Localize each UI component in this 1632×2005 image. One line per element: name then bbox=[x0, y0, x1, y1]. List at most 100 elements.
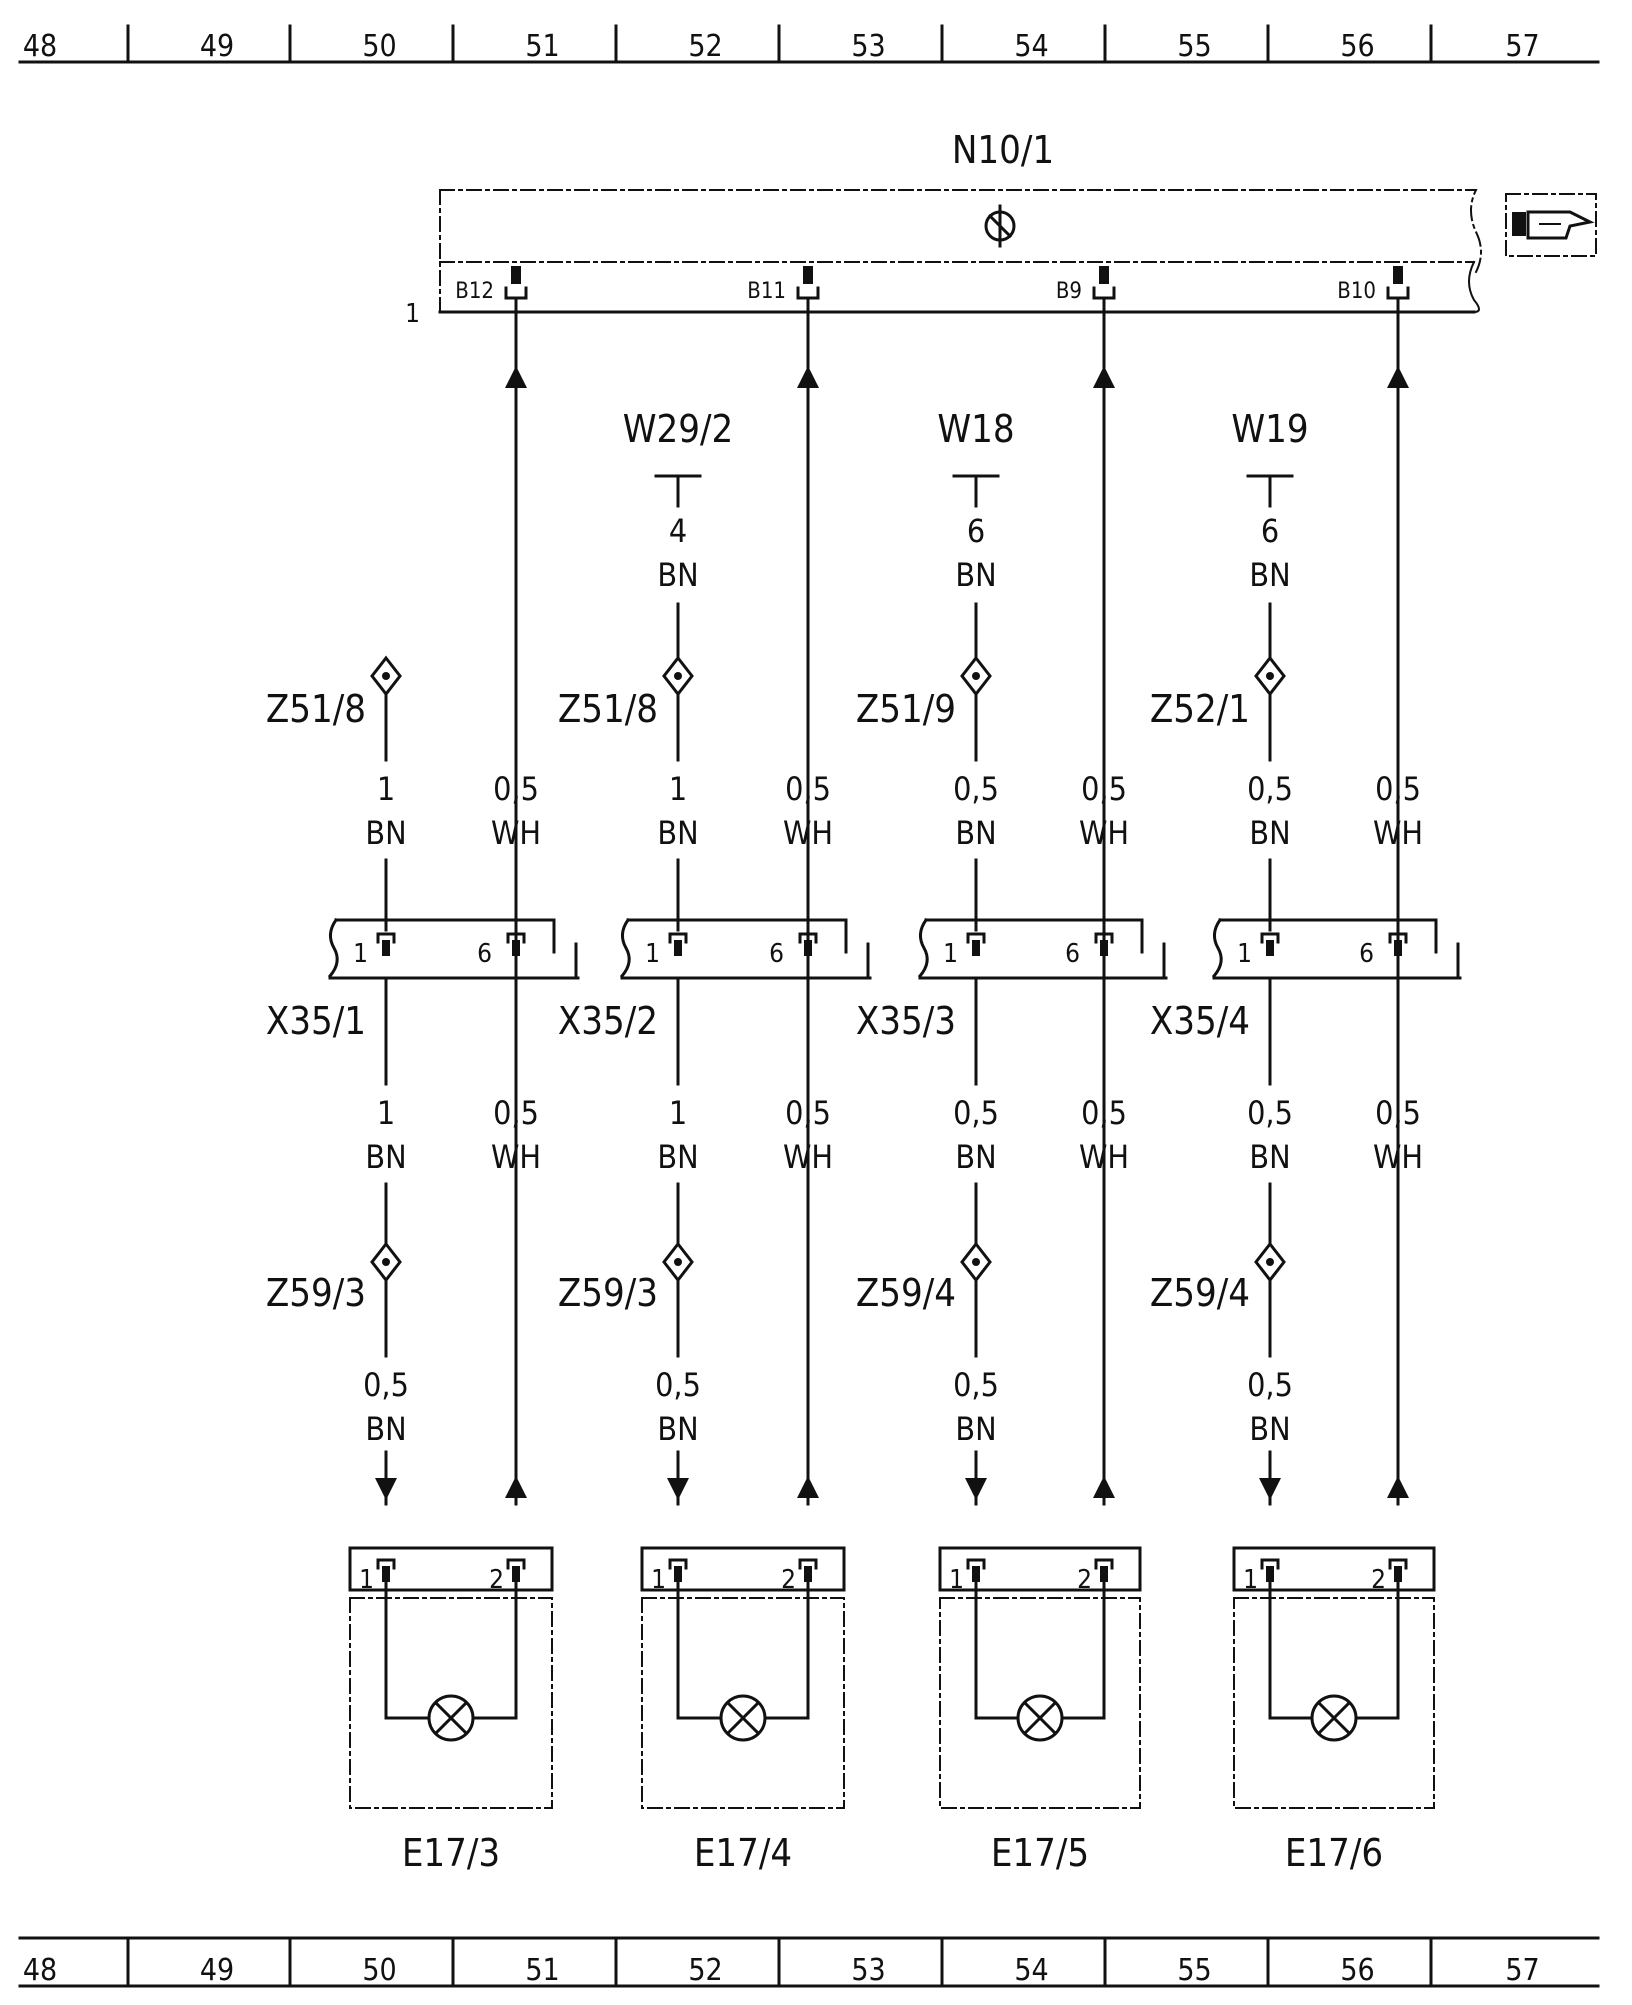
ruler-column-label: 56 bbox=[1340, 1953, 1374, 1988]
arrow-up-icon bbox=[797, 1476, 819, 1498]
wire-size-label: 0,5 bbox=[785, 1094, 831, 1132]
connector-pin-icon bbox=[1260, 1558, 1280, 1582]
ruler-column-label: 55 bbox=[1177, 29, 1211, 64]
connector-pin-icon bbox=[966, 1558, 986, 1582]
lamp-bulb-icon bbox=[1016, 1694, 1064, 1742]
module-label-left: 1 bbox=[405, 299, 420, 329]
wire-color-label: BN bbox=[1249, 1138, 1290, 1176]
wire-size-label: 0,5 bbox=[953, 1094, 999, 1132]
lamp-pin-label: 1 bbox=[949, 1565, 964, 1595]
lamp-pin-label: 2 bbox=[1371, 1565, 1386, 1595]
ruler-column-label: 50 bbox=[362, 29, 396, 64]
wire-color-label: BN bbox=[1249, 556, 1290, 594]
wire-size-label: 0,5 bbox=[1081, 1094, 1127, 1132]
splice-label: Z51/9 bbox=[856, 687, 956, 731]
wire-size-label: 0,5 bbox=[1247, 770, 1293, 808]
connector-pin-label: 6 bbox=[477, 939, 492, 969]
arrow-up-icon bbox=[505, 1476, 527, 1498]
ruler-column-label: 52 bbox=[688, 1953, 722, 1988]
splice-label: Z52/1 bbox=[1150, 687, 1250, 731]
ruler-column-label: 57 bbox=[1505, 29, 1539, 64]
module-pin-label: B10 bbox=[1337, 279, 1376, 304]
source-wire-name: W19 bbox=[1231, 407, 1308, 451]
splice-point-icon bbox=[370, 1241, 402, 1283]
wire-color-label: WH bbox=[783, 814, 833, 852]
module-pin: B11 bbox=[747, 266, 820, 304]
ruler-column-label: 51 bbox=[525, 1953, 559, 1988]
wire-size-label: 1 bbox=[377, 770, 395, 808]
connector-pin-label: 6 bbox=[1065, 939, 1080, 969]
wire-color-label: BN bbox=[365, 1410, 406, 1448]
wire-color-label: BN bbox=[657, 814, 698, 852]
connector-pin-icon bbox=[506, 932, 526, 956]
lamp-name: E17/6 bbox=[1285, 1831, 1383, 1875]
ruler-column-label: 54 bbox=[1014, 1953, 1048, 1988]
arrow-up-icon bbox=[1387, 1476, 1409, 1498]
lamp-name: E17/3 bbox=[402, 1831, 500, 1875]
connector-pin-label: 1 bbox=[1237, 939, 1252, 969]
splice-point-icon bbox=[370, 655, 402, 697]
wire-color-label: BN bbox=[955, 1138, 996, 1176]
wire-color-label: BN bbox=[955, 1410, 996, 1448]
wire-color-label: BN bbox=[365, 814, 406, 852]
connector-pin-icon bbox=[376, 1558, 396, 1582]
splice-point-icon bbox=[960, 1241, 992, 1283]
ruler-column-label: 48 bbox=[23, 1953, 57, 1988]
ruler-column-label: 54 bbox=[1014, 29, 1048, 64]
connector-name: X35/4 bbox=[1150, 999, 1250, 1043]
arrow-down-icon bbox=[667, 1478, 689, 1500]
wire-size-label: 0,5 bbox=[1375, 1094, 1421, 1132]
source-wire-name: W29/2 bbox=[623, 407, 734, 451]
connector-pin-icon bbox=[1260, 932, 1280, 956]
wire-size-label: 6 bbox=[967, 512, 985, 550]
connector-pin-icon bbox=[668, 932, 688, 956]
wire-size-label: 0,5 bbox=[493, 1094, 539, 1132]
ruler-column-label: 52 bbox=[688, 29, 722, 64]
lamp-housing bbox=[939, 1597, 1141, 1809]
module-pin-label: B12 bbox=[455, 279, 494, 304]
wire-size-label: 0,5 bbox=[1375, 770, 1421, 808]
connector-pin-label: 6 bbox=[769, 939, 784, 969]
connector-pin-icon bbox=[1094, 1558, 1114, 1582]
arrow-up-icon bbox=[1093, 366, 1115, 388]
wire-size-label: 0,5 bbox=[1081, 770, 1127, 808]
connector-pin-label: 1 bbox=[353, 939, 368, 969]
arrow-up-icon bbox=[1093, 1476, 1115, 1498]
wire-color-label: WH bbox=[491, 814, 541, 852]
module-pin: B10 bbox=[1337, 266, 1410, 304]
ruler-column-label: 56 bbox=[1340, 29, 1374, 64]
wire-size-label: 0,5 bbox=[953, 1366, 999, 1404]
lamp-bulb-icon bbox=[1310, 1694, 1358, 1742]
source-wire-name: W18 bbox=[937, 407, 1014, 451]
splice-label: Z59/3 bbox=[558, 1271, 658, 1315]
connector-pin-label: 1 bbox=[943, 939, 958, 969]
wire-size-label: 1 bbox=[669, 1094, 687, 1132]
connector-pin-icon bbox=[1388, 1558, 1408, 1582]
wire-color-label: WH bbox=[1373, 1138, 1423, 1176]
pointing-hand-icon bbox=[1505, 193, 1597, 257]
arrow-up-icon bbox=[797, 366, 819, 388]
module-pin-label: B11 bbox=[747, 279, 786, 304]
module-pin: B9 bbox=[1056, 266, 1116, 304]
connector-pin-icon bbox=[1388, 932, 1408, 956]
ruler-column-label: 49 bbox=[200, 1953, 234, 1988]
connector-pin-label: 1 bbox=[645, 939, 660, 969]
wire-color-label: BN bbox=[1249, 1410, 1290, 1448]
connector-pin-icon bbox=[798, 1558, 818, 1582]
module-pin: B12 bbox=[455, 266, 528, 304]
wire-color-label: WH bbox=[491, 1138, 541, 1176]
ruler-column-label: 53 bbox=[851, 1953, 885, 1988]
arrow-down-icon bbox=[375, 1478, 397, 1500]
ruler-column-label: 53 bbox=[851, 29, 885, 64]
connector-pin-icon bbox=[966, 932, 986, 956]
wire-size-label: 1 bbox=[669, 770, 687, 808]
wire-color-label: BN bbox=[657, 556, 698, 594]
wire-size-label: 0,5 bbox=[655, 1366, 701, 1404]
